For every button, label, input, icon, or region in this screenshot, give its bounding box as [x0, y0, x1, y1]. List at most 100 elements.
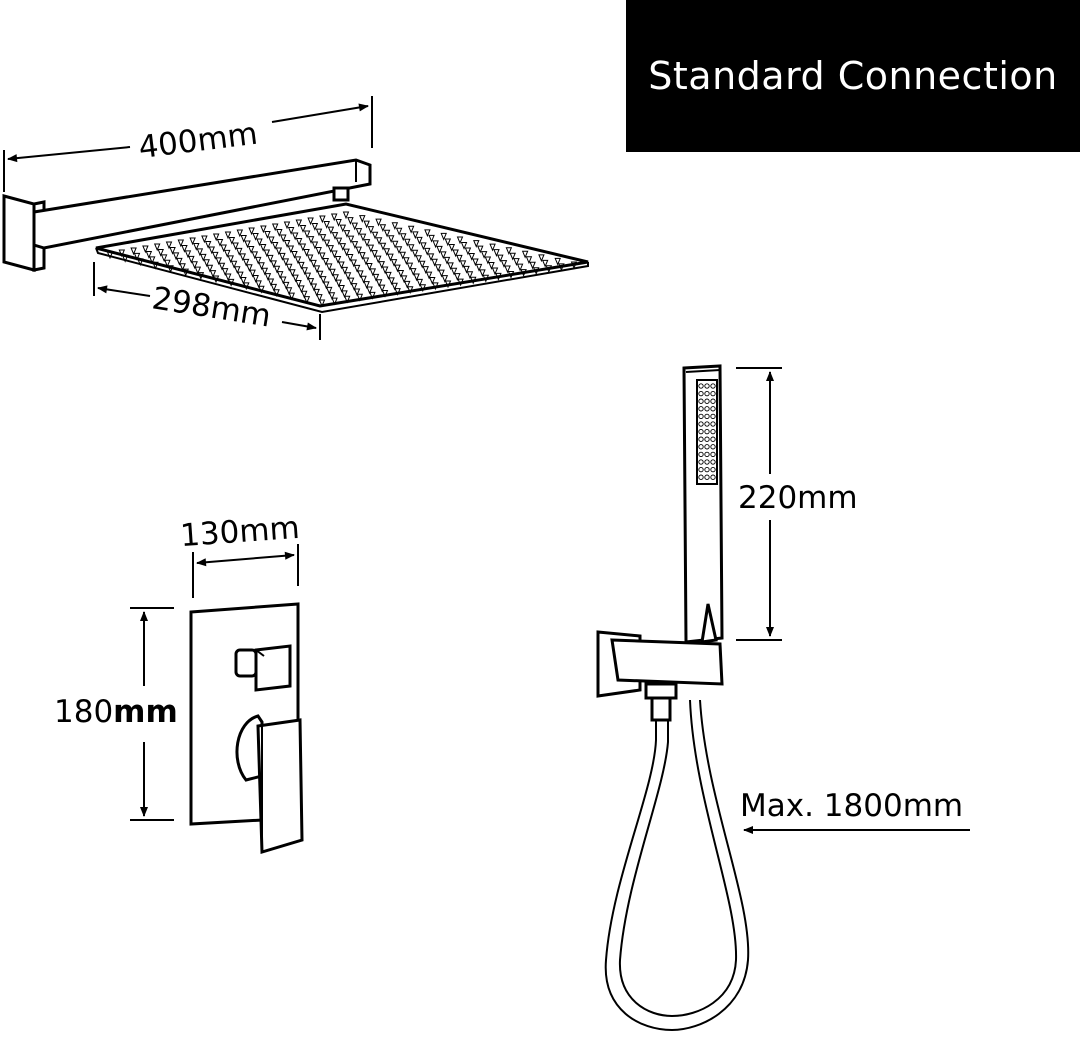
nozzle	[285, 287, 293, 296]
nozzle	[220, 244, 227, 253]
nozzle	[243, 282, 250, 291]
nozzle	[323, 221, 330, 229]
nozzle	[525, 256, 533, 265]
nozzle	[106, 251, 114, 260]
nozzle	[468, 253, 475, 261]
spray-hole	[698, 444, 704, 450]
spray-hole	[710, 421, 716, 427]
nozzle	[391, 222, 399, 231]
spray-hole	[698, 428, 704, 435]
nozzle	[342, 211, 350, 220]
nozzle	[298, 261, 305, 270]
nozzle	[279, 276, 287, 285]
nozzle	[279, 252, 286, 261]
nozzle	[355, 228, 363, 236]
nozzle	[236, 229, 244, 238]
nozzle	[208, 246, 216, 255]
nozzle	[415, 255, 422, 264]
nozzle	[292, 274, 299, 283]
nozzle	[355, 246, 362, 255]
nozzle	[318, 299, 326, 308]
nozzle	[197, 272, 205, 280]
nozzle	[315, 247, 322, 255]
spray-hole	[710, 436, 716, 442]
nozzle	[303, 249, 310, 257]
nozzle	[378, 284, 386, 293]
nozzle	[347, 277, 355, 286]
nozzle	[367, 226, 375, 234]
nozzle	[420, 242, 427, 251]
nozzle	[160, 254, 168, 263]
nozzle	[142, 245, 149, 254]
nozzle	[400, 233, 407, 242]
nozzle	[356, 293, 364, 302]
nozzle	[329, 268, 336, 277]
nozzle	[295, 219, 303, 228]
nozzle	[224, 249, 231, 258]
nozzle	[264, 273, 272, 281]
nozzle	[394, 264, 401, 273]
nozzle	[327, 226, 335, 235]
nozzle	[500, 260, 508, 268]
nozzle	[121, 254, 129, 263]
nozzle	[379, 242, 387, 251]
nozzle	[212, 251, 219, 260]
nozzle	[369, 291, 376, 300]
nozzle	[310, 259, 317, 268]
nozzle	[310, 283, 318, 292]
handset-spray-holes	[698, 383, 716, 480]
nozzle	[362, 257, 370, 266]
nozzle	[391, 282, 398, 291]
nozzle	[276, 229, 283, 237]
nozzle	[357, 270, 364, 279]
nozzle	[258, 262, 265, 271]
nozzle	[385, 271, 392, 280]
nozzle	[196, 248, 204, 257]
nozzle	[303, 296, 311, 304]
nozzle	[379, 224, 387, 232]
nozzle	[261, 267, 269, 276]
nozzle	[181, 244, 188, 253]
nozzle	[188, 255, 195, 264]
nozzle	[252, 275, 259, 283]
nozzle	[235, 247, 243, 256]
nozzle	[443, 256, 451, 265]
nozzle	[322, 257, 330, 266]
nozzle	[477, 245, 484, 254]
nozzle	[334, 256, 342, 264]
hand-shower-icon	[596, 364, 724, 722]
nozzle	[351, 222, 358, 231]
nozzle	[411, 249, 419, 258]
nozzle	[227, 278, 235, 287]
nozzle	[378, 261, 385, 269]
nozzle	[216, 238, 224, 247]
nozzle	[256, 238, 263, 247]
spray-hole	[704, 383, 710, 389]
nozzle	[267, 278, 275, 287]
spray-hole	[704, 459, 710, 465]
nozzle	[169, 246, 176, 255]
nozzle	[221, 268, 229, 276]
nozzle	[298, 285, 305, 294]
spray-hole	[698, 421, 704, 427]
nozzle	[456, 236, 464, 245]
nozzle	[331, 297, 338, 306]
nozzle	[363, 220, 370, 229]
nozzle	[319, 234, 327, 242]
nozzle	[416, 278, 423, 287]
nozzle	[218, 262, 226, 271]
nozzle	[419, 260, 426, 269]
nozzle	[460, 242, 468, 250]
nozzle	[391, 240, 399, 249]
nozzle	[339, 243, 347, 251]
nozzle	[404, 238, 411, 247]
spray-hole	[704, 413, 710, 420]
nozzle	[444, 238, 452, 247]
nozzle	[341, 290, 348, 299]
nozzle	[215, 257, 222, 266]
nozzle	[369, 268, 377, 277]
nozzle	[375, 237, 383, 246]
nozzle	[491, 267, 499, 276]
nozzle	[406, 262, 414, 271]
